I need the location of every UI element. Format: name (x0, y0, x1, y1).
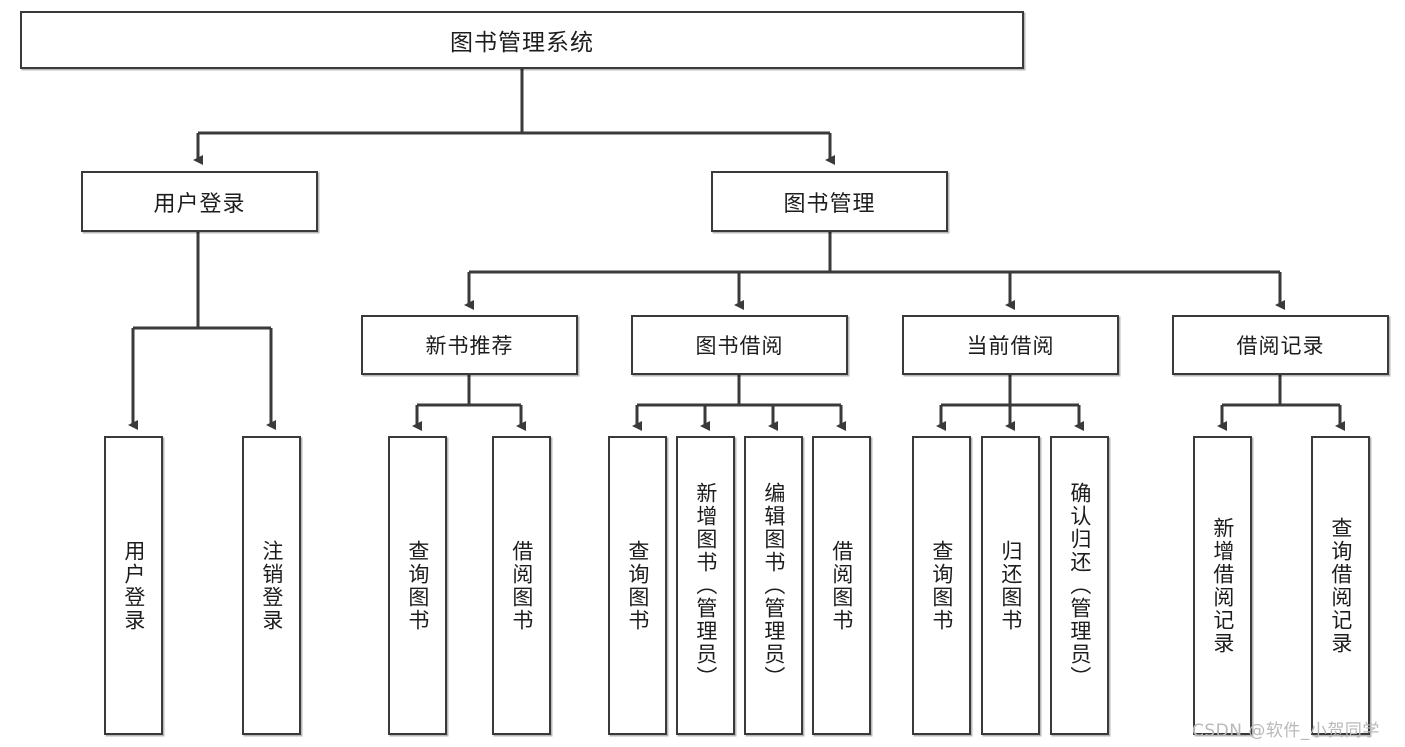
node-label: 确认归还（管理员） (1067, 482, 1092, 689)
node-label: 图书管理 (783, 191, 876, 217)
leaf-book-borrow-query[interactable]: 查询图书 (608, 436, 667, 735)
leaf-user-login-login[interactable]: 用户登录 (104, 436, 163, 735)
node-label: 查询借阅记录 (1328, 516, 1353, 655)
leaf-book-borrow-edit[interactable]: 编辑图书（管理员） (744, 436, 803, 735)
leaf-current-borrow-query[interactable]: 查询图书 (912, 436, 971, 735)
node-label: 编辑图书（管理员） (761, 482, 786, 689)
leaf-new-book-borrow[interactable]: 借阅图书 (492, 436, 551, 735)
node-label: 借阅记录 (1236, 334, 1325, 358)
node-label: 当前借阅 (966, 334, 1055, 358)
node-root-book-management-system[interactable]: 图书管理系统 (20, 11, 1024, 69)
leaf-new-book-query[interactable]: 查询图书 (388, 436, 447, 735)
node-label: 新增图书（管理员） (693, 482, 718, 689)
node-book-borrow[interactable]: 图书借阅 (631, 315, 848, 375)
leaf-user-login-logout[interactable]: 注销登录 (242, 436, 301, 735)
node-user-login[interactable]: 用户登录 (81, 171, 318, 232)
node-label: 新书推荐 (425, 334, 514, 358)
node-label: 查询图书 (625, 539, 650, 632)
node-label: 查询图书 (405, 539, 430, 632)
leaf-book-borrow-borrow[interactable]: 借阅图书 (812, 436, 871, 735)
node-label: 归还图书 (998, 539, 1023, 632)
node-label: 用户登录 (121, 539, 146, 632)
node-label: 查询图书 (929, 539, 954, 632)
node-label: 图书借阅 (695, 334, 784, 358)
node-label: 图书管理系统 (450, 30, 594, 56)
node-label: 注销登录 (259, 539, 284, 632)
csdn-watermark: CSDN @软件_小贺同学 (1192, 721, 1380, 741)
node-label: 用户登录 (153, 191, 246, 217)
node-current-borrow[interactable]: 当前借阅 (902, 315, 1119, 375)
leaf-current-borrow-confirm-return[interactable]: 确认归还（管理员） (1050, 436, 1109, 735)
leaf-current-borrow-return[interactable]: 归还图书 (981, 436, 1040, 735)
leaf-borrow-record-add[interactable]: 新增借阅记录 (1193, 436, 1252, 735)
node-new-book-recommend[interactable]: 新书推荐 (361, 315, 578, 375)
leaf-book-borrow-add[interactable]: 新增图书（管理员） (676, 436, 735, 735)
node-label: 新增借阅记录 (1210, 516, 1235, 655)
node-label: 借阅图书 (509, 539, 534, 632)
node-borrow-record[interactable]: 借阅记录 (1172, 315, 1389, 375)
node-label: 借阅图书 (829, 539, 854, 632)
leaf-borrow-record-query[interactable]: 查询借阅记录 (1311, 436, 1370, 735)
node-book-management[interactable]: 图书管理 (711, 171, 948, 232)
